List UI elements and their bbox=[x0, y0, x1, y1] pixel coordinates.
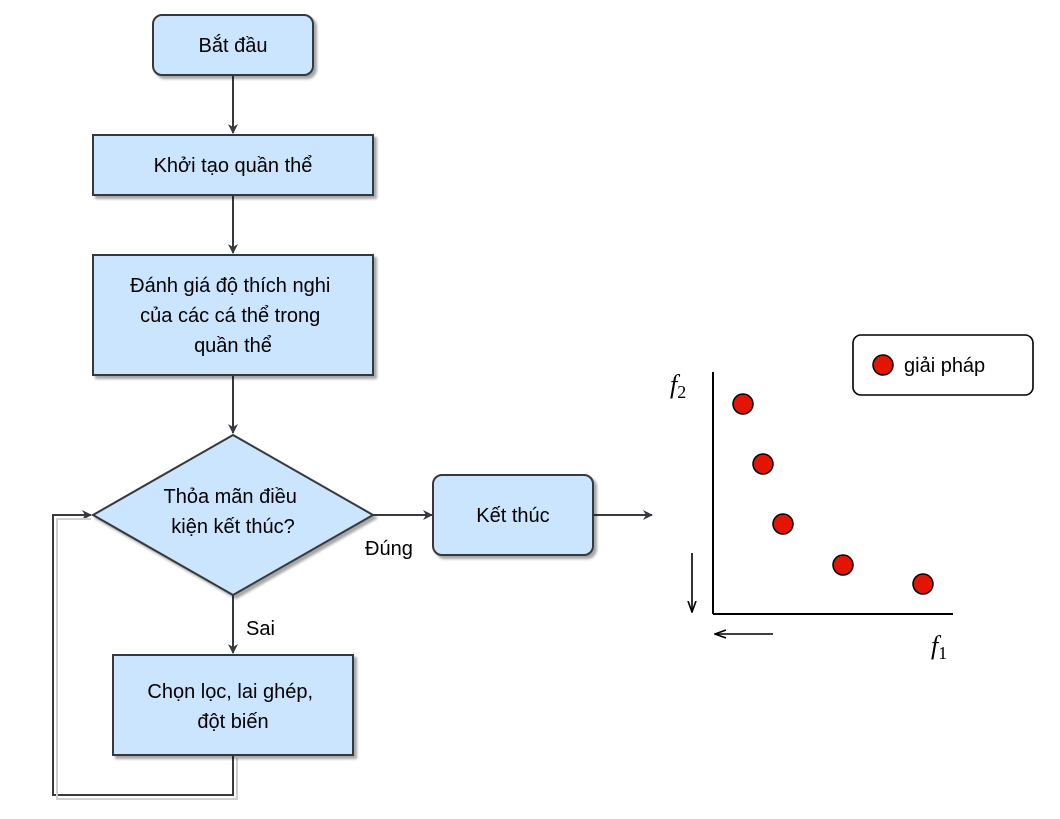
node-condition-line-2: kiện kết thúc? bbox=[171, 516, 294, 538]
legend-label: giải pháp bbox=[904, 355, 985, 377]
node-evaluate-line-3: quần thể bbox=[194, 335, 272, 357]
y-axis-label: f2 bbox=[670, 370, 686, 402]
node-operators-label: Chọn lọc, lai ghép, đột biến bbox=[147, 681, 318, 733]
node-operators-line-2: đột biến bbox=[197, 711, 268, 733]
legend-marker bbox=[872, 354, 894, 376]
node-evaluate-label: Đánh giá độ thích nghi của các cá thể tr… bbox=[130, 275, 336, 357]
node-condition-label: Thỏa mãn điều kiện kết thúc? bbox=[164, 486, 303, 538]
node-evaluate-line-2: của các cá thể trong bbox=[140, 305, 320, 327]
node-end[interactable] bbox=[432, 474, 594, 556]
solution-point bbox=[832, 554, 854, 576]
node-init-label: Khởi tạo quần thể bbox=[154, 155, 313, 177]
node-operators[interactable] bbox=[112, 654, 354, 756]
edge-operators-loop-back bbox=[52, 510, 234, 796]
solution-point bbox=[752, 453, 774, 475]
legend: giải pháp bbox=[852, 334, 1034, 396]
node-condition-line-1: Thỏa mãn điều bbox=[164, 486, 297, 508]
edge-label-yes: Đúng bbox=[365, 538, 413, 560]
solution-point bbox=[732, 393, 754, 415]
node-evaluate-line-1: Đánh giá độ thích nghi bbox=[130, 275, 330, 297]
node-init[interactable] bbox=[92, 134, 374, 196]
node-evaluate[interactable] bbox=[92, 254, 374, 376]
solution-point bbox=[912, 573, 934, 595]
node-start[interactable] bbox=[152, 14, 314, 76]
edge-label-no: Sai bbox=[246, 618, 275, 640]
pareto-plot: f2 f1 giải pháp bbox=[670, 334, 1034, 663]
node-start-label: Bắt đầu bbox=[199, 34, 268, 57]
node-condition[interactable] bbox=[90, 433, 376, 597]
node-operators-line-1: Chọn lọc, lai ghép, bbox=[147, 681, 313, 703]
solution-point bbox=[772, 513, 794, 535]
loop-shadow bbox=[56, 518, 238, 800]
node-end-label: Kết thúc bbox=[476, 505, 549, 527]
x-axis-label: f1 bbox=[931, 631, 947, 663]
edges bbox=[52, 75, 653, 796]
